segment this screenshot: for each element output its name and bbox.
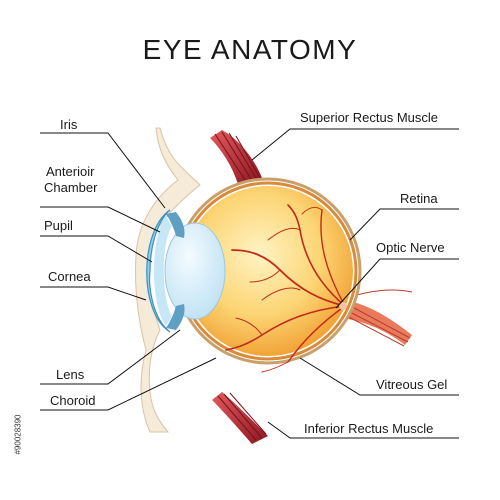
label-retina: Retina: [400, 191, 438, 206]
label-cornea: Cornea: [48, 269, 91, 284]
optic-disc: [339, 302, 347, 310]
label-anterior-chamber-line2: Chamber: [44, 180, 98, 195]
retinal-vessels: [225, 204, 346, 373]
leader-lines-left: [40, 132, 217, 411]
superior-rectus-muscle: [210, 130, 262, 184]
iris-lower: [166, 304, 185, 330]
label-inferior-rectus-muscle: Inferior Rectus Muscle: [304, 421, 434, 436]
lens: [164, 222, 226, 320]
label-superior-rectus-muscle: Superior Rectus Muscle: [300, 110, 438, 125]
optic-nerve-fibers: [342, 289, 413, 347]
inferior-rectus-muscle: [212, 392, 268, 444]
label-vitreous-gel: Vitreous Gel: [376, 377, 448, 392]
label-optic-nerve: Optic Nerve: [376, 240, 445, 255]
label-iris: Iris: [60, 117, 78, 132]
anterior-chamber: [154, 216, 172, 326]
label-pupil: Pupil: [44, 218, 73, 233]
label-lens: Lens: [56, 367, 85, 382]
superior-rectus-fibers: [214, 131, 261, 181]
label-choroid: Choroid: [50, 393, 96, 408]
label-anterior-chamber-line1: Anterioir: [46, 164, 95, 179]
inferior-rectus-fibers: [217, 392, 267, 441]
leader-lines-right: [251, 128, 459, 439]
iris: [166, 212, 185, 238]
cornea: [146, 209, 171, 333]
side-image-id-text: #90028390: [13, 414, 23, 455]
page-title: EYE ANATOMY: [142, 34, 358, 65]
side-image-id: #90028390: [8, 380, 23, 490]
